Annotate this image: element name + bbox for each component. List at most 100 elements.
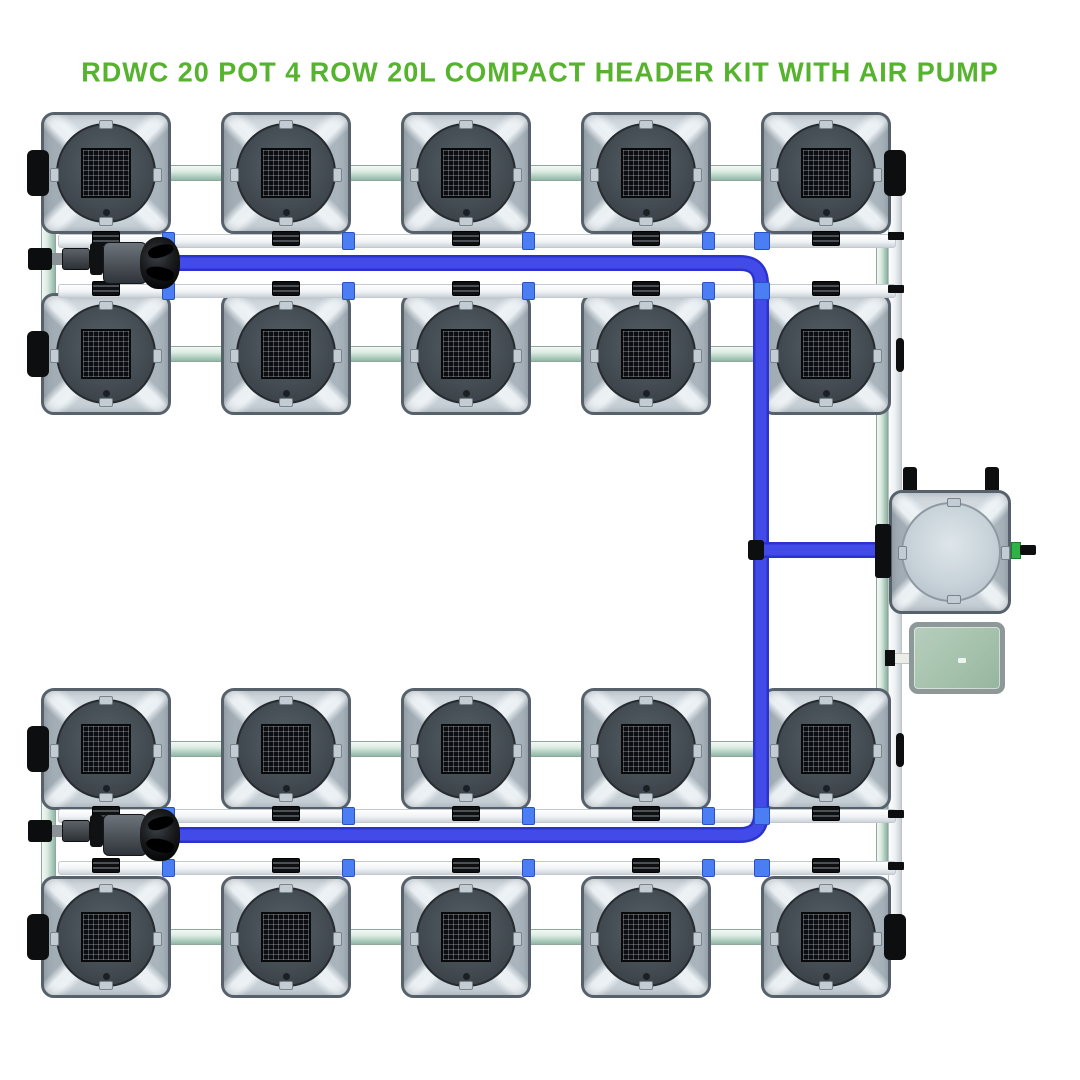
- net-pot-mesh: [261, 329, 311, 379]
- tee-fitting: [748, 540, 764, 560]
- pot-port-cap: [632, 858, 660, 873]
- lid-tab: [153, 168, 162, 182]
- lid-tab: [513, 168, 522, 182]
- lid-plug: [643, 209, 650, 216]
- pot: [581, 293, 711, 415]
- pipe-connector: [162, 859, 175, 877]
- net-pot-mesh: [81, 329, 131, 379]
- lid-tab: [639, 696, 653, 705]
- lid-plug: [823, 390, 830, 397]
- pipe-connector: [342, 807, 355, 825]
- pump-valve-stem: [52, 253, 62, 265]
- air-pump-label-mark: [958, 658, 966, 663]
- lid-tab: [459, 301, 473, 310]
- pipe-clip: [888, 862, 904, 870]
- pot: [221, 112, 351, 234]
- pot-link-pipe: [705, 165, 767, 181]
- lid-tab: [639, 398, 653, 407]
- lid-tab: [1001, 546, 1010, 560]
- pipe-connector: [702, 232, 715, 250]
- water-pump-rows-3-4: [28, 809, 180, 861]
- pump-valve-stem: [52, 825, 62, 837]
- diagram-title: RDWC 20 POT 4 ROW 20L COMPACT HEADER KIT…: [81, 56, 999, 88]
- air-line-clip: [885, 650, 895, 666]
- pot-port-cap: [452, 806, 480, 821]
- lid-plug: [103, 209, 110, 216]
- reservoir-top-port-right: [985, 467, 999, 493]
- pot-link-pipe: [525, 165, 587, 181]
- lid-tab: [230, 932, 239, 946]
- pot: [581, 876, 711, 998]
- pump-valve-block: [28, 820, 52, 842]
- pipe-connector: [702, 282, 715, 300]
- net-pot-mesh: [621, 329, 671, 379]
- lid-tab: [770, 932, 779, 946]
- lid-plug: [463, 209, 470, 216]
- lid-tab: [230, 744, 239, 758]
- net-pot-mesh: [261, 724, 311, 774]
- pot: [401, 688, 531, 810]
- air-line-stub: [894, 653, 910, 664]
- lid-tab: [873, 168, 882, 182]
- lid-tab: [279, 981, 293, 990]
- pipe-fitting: [896, 338, 904, 372]
- lid-tab: [819, 120, 833, 129]
- lid-tab: [459, 981, 473, 990]
- net-pot-mesh: [261, 148, 311, 198]
- lid-tab: [333, 744, 342, 758]
- lid-tab: [410, 349, 419, 363]
- pot-link-pipe: [525, 929, 587, 945]
- lid-tab: [639, 120, 653, 129]
- lid-plug: [643, 973, 650, 980]
- tube-cross-connector: [754, 859, 770, 877]
- lid-tab: [513, 349, 522, 363]
- lid-tab: [693, 168, 702, 182]
- pot-port-cap: [812, 281, 840, 296]
- lid-tab: [819, 884, 833, 893]
- pipe-connector: [522, 807, 535, 825]
- pump-body: [103, 814, 147, 856]
- pipe-connector: [342, 232, 355, 250]
- pot-link-pipe: [165, 741, 227, 757]
- lid-tab: [279, 884, 293, 893]
- net-pot-mesh: [441, 148, 491, 198]
- reservoir-lid: [901, 502, 1001, 602]
- pot-port-cap: [812, 858, 840, 873]
- pot: [761, 876, 891, 998]
- lid-plug: [103, 785, 110, 792]
- lid-tab: [410, 932, 419, 946]
- tube-cross-connector: [754, 232, 770, 250]
- pipe-connector: [342, 859, 355, 877]
- lid-tab: [513, 744, 522, 758]
- lid-tab: [50, 349, 59, 363]
- pot-link-pipe: [165, 346, 227, 362]
- pot: [41, 293, 171, 415]
- lid-plug: [103, 390, 110, 397]
- net-pot-mesh: [441, 329, 491, 379]
- lid-tab: [770, 349, 779, 363]
- lid-tab: [639, 301, 653, 310]
- lid-plug: [463, 973, 470, 980]
- pot-port-cap: [92, 858, 120, 873]
- pot: [761, 293, 891, 415]
- lid-tab: [99, 884, 113, 893]
- pot-link-pipe: [525, 346, 587, 362]
- pump-collar: [90, 815, 103, 847]
- lid-tab: [153, 744, 162, 758]
- lid-tab: [639, 793, 653, 802]
- elbow-fitting: [27, 150, 49, 196]
- lid-tab: [99, 981, 113, 990]
- lid-plug: [283, 973, 290, 980]
- pot-link-pipe: [345, 741, 407, 757]
- lid-tab: [279, 398, 293, 407]
- lid-plug: [643, 390, 650, 397]
- lid-tab: [639, 217, 653, 226]
- pot-link-pipe: [345, 346, 407, 362]
- lid-tab: [230, 168, 239, 182]
- pipe-clip: [888, 810, 904, 818]
- pipe-connector: [522, 282, 535, 300]
- pot-link-pipe: [525, 741, 587, 757]
- pot-link-pipe: [345, 929, 407, 945]
- reservoir-inlet-fitting: [875, 524, 891, 578]
